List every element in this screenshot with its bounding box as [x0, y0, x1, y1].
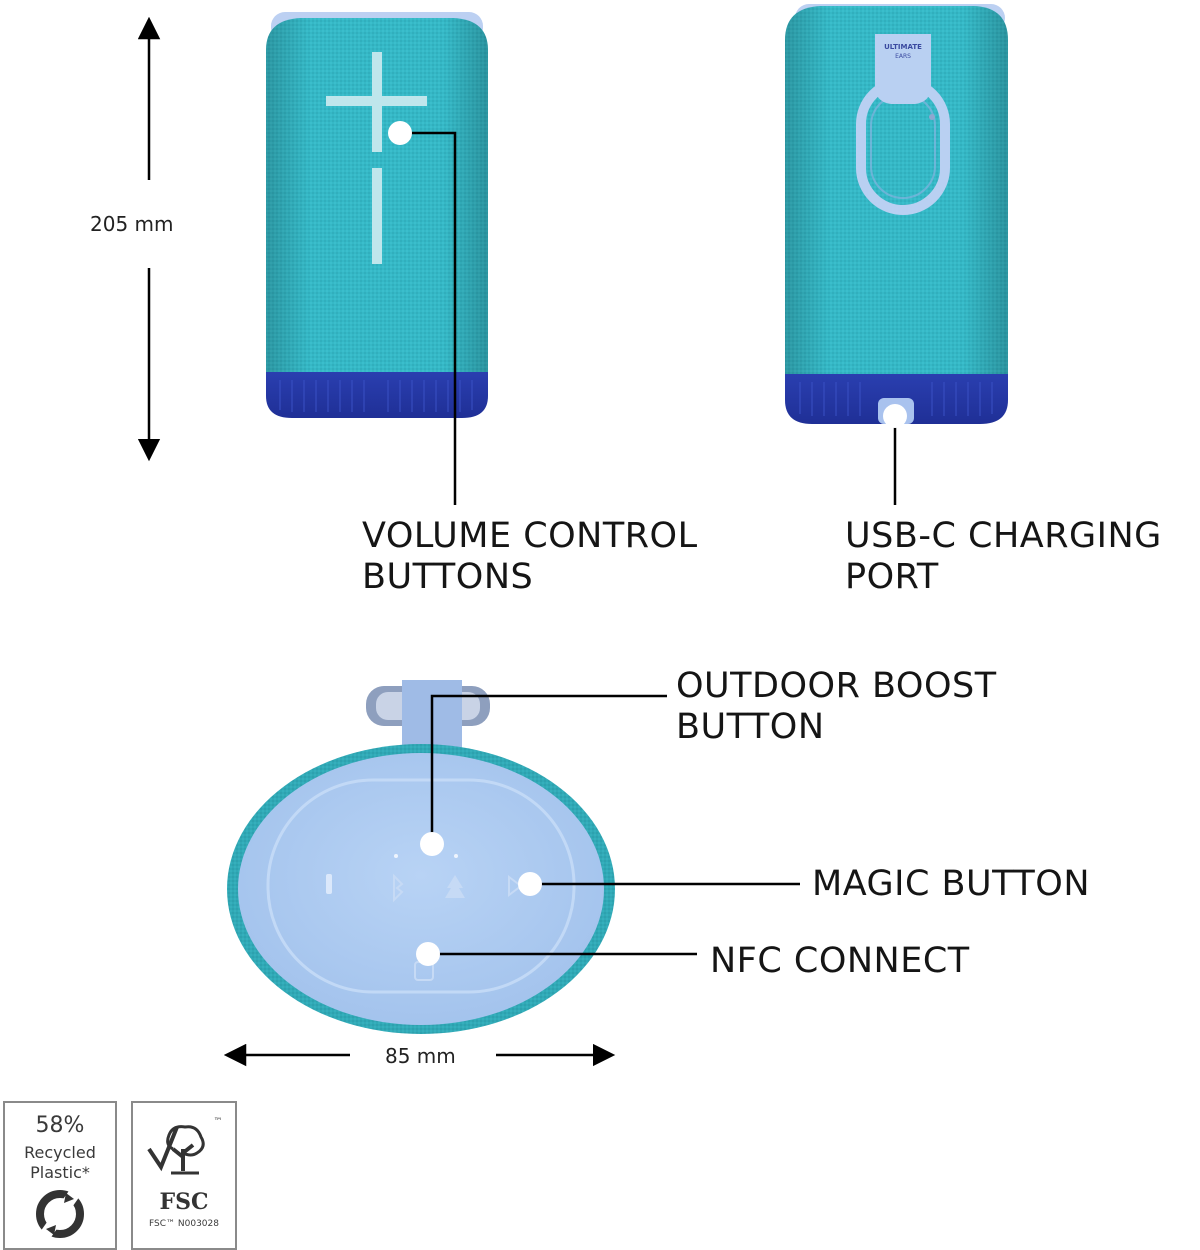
magic-button[interactable]	[518, 872, 542, 896]
fsc-tree-icon	[147, 1125, 205, 1175]
width-dimension-label: 85 mm	[385, 1044, 456, 1068]
loop-tag-line2: EARS	[895, 53, 911, 60]
outdoor-boost-leader-line	[420, 694, 667, 856]
outdoor-boost-button[interactable]	[420, 832, 444, 856]
nfc-connect-point[interactable]	[416, 942, 440, 966]
loop-tag-line1: ULTIMATE	[884, 43, 922, 51]
recycled-plastic-badge: 58% Recycled Plastic*	[3, 1101, 117, 1250]
recycled-line2: Plastic*	[30, 1163, 90, 1182]
fsc-logo-text: FSC	[159, 1189, 209, 1215]
recycle-icon	[36, 1190, 84, 1238]
volume-leader-line	[388, 121, 457, 505]
outdoor-label-line2: BUTTON	[676, 707, 825, 747]
volume-label-line1: VOLUME CONTROL	[362, 516, 698, 556]
outdoor-label-line1: OUTDOOR BOOST	[676, 666, 997, 706]
speaker-back-view	[785, 4, 1008, 424]
usb-label-line2: PORT	[845, 557, 939, 597]
fsc-license: FSC™ N003028	[149, 1219, 219, 1229]
usb-label-line1: USB-C CHARGING	[845, 516, 1162, 556]
nfc-connect-label: NFC CONNECT	[710, 941, 970, 981]
nfc-leader-line	[416, 942, 697, 966]
speaker-bottom-view	[227, 680, 615, 1034]
fsc-tm: ™	[213, 1117, 223, 1127]
usb-c-port-label: USB-C CHARGING PORT	[845, 516, 1162, 598]
magic-button-label: MAGIC BUTTON	[812, 864, 1091, 904]
fsc-badge: ™ FSC FSC™ N003028	[131, 1101, 237, 1250]
outdoor-boost-label: OUTDOOR BOOST BUTTON	[676, 666, 997, 748]
height-dimension-label: 205 mm	[90, 212, 174, 236]
volume-down-minus-icon[interactable]	[372, 168, 382, 264]
usb-leader-line	[883, 404, 907, 505]
recycled-line1: Recycled	[24, 1143, 96, 1162]
recycled-percent: 58%	[35, 1113, 85, 1138]
magic-leader-line	[518, 872, 800, 896]
volume-up-plus-icon[interactable]	[326, 52, 427, 152]
volume-label-line2: BUTTONS	[362, 557, 534, 597]
volume-control-label: VOLUME CONTROL BUTTONS	[362, 516, 698, 598]
